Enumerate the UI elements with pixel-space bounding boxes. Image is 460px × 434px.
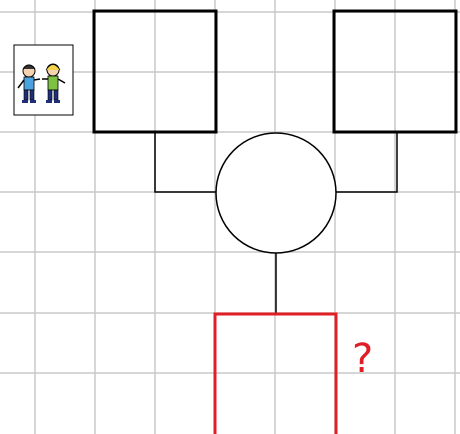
question-mark: ?	[352, 336, 373, 382]
two-children-icon	[14, 45, 73, 115]
connector-right	[336, 133, 397, 192]
center-circle	[216, 133, 336, 253]
connector-left	[155, 133, 216, 192]
